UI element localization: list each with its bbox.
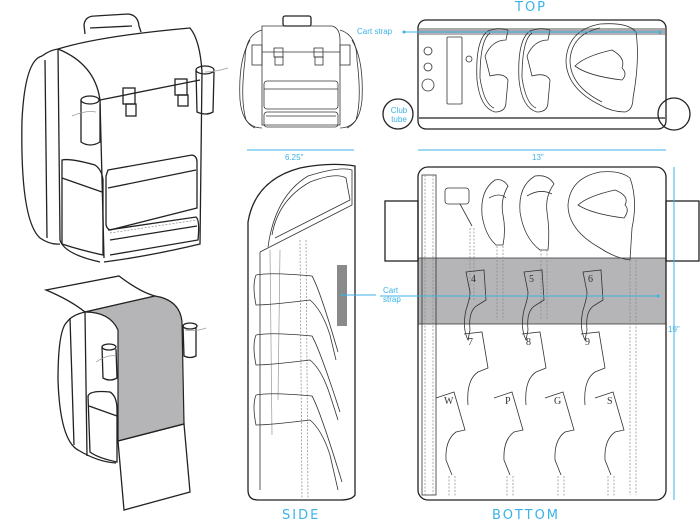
club-label-w: W [444, 396, 454, 407]
bottom-view-title: BOTTOM [492, 508, 561, 523]
side-view-title: SIDE [282, 508, 321, 523]
bottom-view: 4 5 6 7 8 9 W P G S [380, 149, 700, 501]
bottom-height-dimension: 19" [668, 325, 680, 334]
club-label-6: 6 [588, 274, 593, 285]
bottom-width-dimension: 13" [532, 153, 544, 162]
club-label-7: 7 [468, 337, 473, 348]
backpack-perspective-view [21, 13, 229, 263]
club-label-4: 4 [471, 274, 476, 285]
club-tube-label-line1: Club [390, 106, 408, 115]
backpack-open-flap-view [43, 275, 207, 511]
club-tube-label: Club tube [388, 106, 410, 124]
top-view [382, 19, 691, 131]
top-view-title: TOP [515, 0, 548, 15]
side-view [247, 149, 376, 501]
cart-strap-label-top: Cart strap [357, 27, 393, 36]
side-width-dimension: 6.25" [285, 153, 304, 162]
cart-strap-label-side: Cart strap [383, 286, 401, 304]
club-label-8: 8 [526, 337, 531, 348]
club-label-p: P [505, 396, 511, 407]
cart-strap-side-line1: Cart [383, 286, 399, 295]
club-tube-label-line2: tube [391, 115, 407, 124]
club-label-s: S [607, 396, 613, 407]
club-label-g: G [554, 396, 561, 407]
cart-strap-side-line2: strap [383, 295, 401, 304]
club-label-9: 9 [585, 337, 590, 348]
club-label-5: 5 [529, 274, 534, 285]
backpack-front-view [239, 15, 363, 129]
